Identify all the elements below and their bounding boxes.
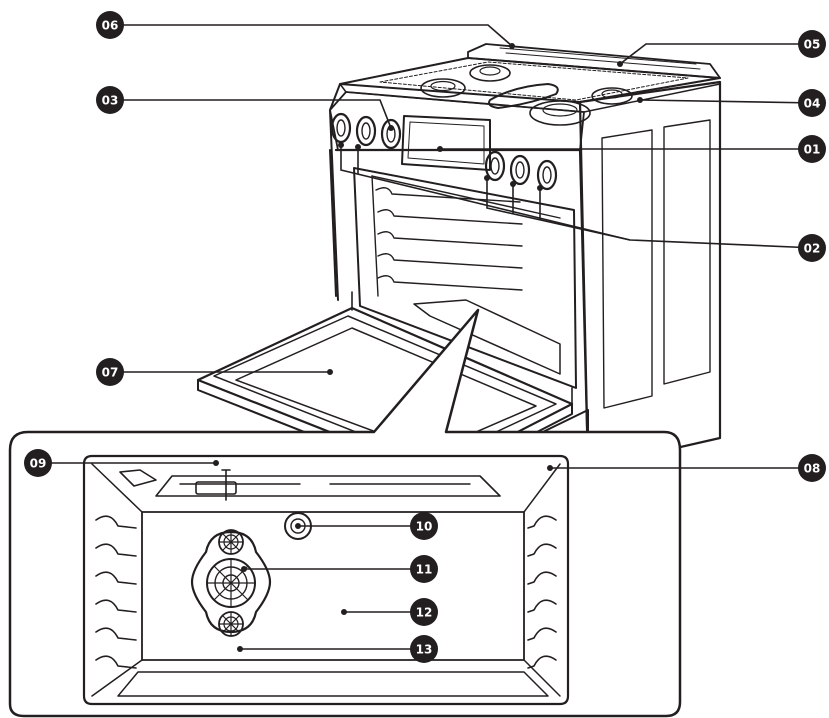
oven-rack-guides [375, 187, 523, 291]
callout-label: 06 [102, 19, 119, 33]
callout-badge-10: 10 [410, 512, 438, 540]
callout-label: 09 [30, 457, 47, 471]
backguard-shape [467, 43, 721, 79]
oven-interior-outer [82, 454, 570, 706]
oven-light-housing [195, 481, 237, 495]
side-panel [578, 80, 722, 470]
callout-badge-04: 04 [798, 89, 826, 117]
vent-slot-1 [499, 47, 697, 65]
callout-label: 10 [416, 520, 433, 534]
callout-label: 13 [416, 643, 433, 657]
callout-badge-12: 12 [410, 598, 438, 626]
callout-label: 12 [416, 606, 433, 620]
callout-badge-13: 13 [410, 635, 438, 663]
cooktop-knob-group [330, 112, 402, 150]
callout-badge-03: 03 [96, 86, 124, 114]
oven-cavity-opening [353, 167, 577, 389]
callout-label: 01 [804, 143, 821, 157]
callout-badge-01: 01 [798, 135, 826, 163]
callout-badge-09: 09 [24, 449, 52, 477]
control-panel [329, 91, 585, 151]
oven-knob-group [484, 150, 558, 191]
callout-badge-08: 08 [798, 454, 826, 482]
side-panel-recess-front [601, 129, 653, 409]
display-screen [401, 115, 491, 171]
callout-badge-07: 07 [96, 358, 124, 386]
inset-rack-guides [95, 515, 557, 669]
callout-label: 02 [804, 242, 821, 256]
callout-label: 03 [102, 94, 119, 108]
vent-slot-2 [505, 52, 701, 70]
callout-label: 07 [102, 366, 119, 380]
range-illustration [196, 43, 722, 491]
cooktop-dashed-area [379, 61, 689, 101]
clip [119, 469, 157, 487]
callout-label: 11 [416, 563, 433, 577]
callout-badge-06: 06 [96, 11, 124, 39]
oven-bottom-panel [117, 671, 549, 697]
inset-frame [8, 308, 682, 718]
side-panel-recess-rear [663, 119, 711, 385]
cabinet-left-inner-edge [329, 149, 337, 297]
callout-label: 08 [804, 462, 821, 476]
oven-interior-inset [8, 308, 682, 718]
callout-label: 05 [804, 38, 821, 52]
oven-floor [413, 299, 561, 375]
callout-badge-02: 02 [798, 234, 826, 262]
callout-label: 04 [804, 97, 821, 111]
callout-badge-11: 11 [410, 555, 438, 583]
burners [420, 64, 633, 126]
callout-badge-05: 05 [798, 30, 826, 58]
